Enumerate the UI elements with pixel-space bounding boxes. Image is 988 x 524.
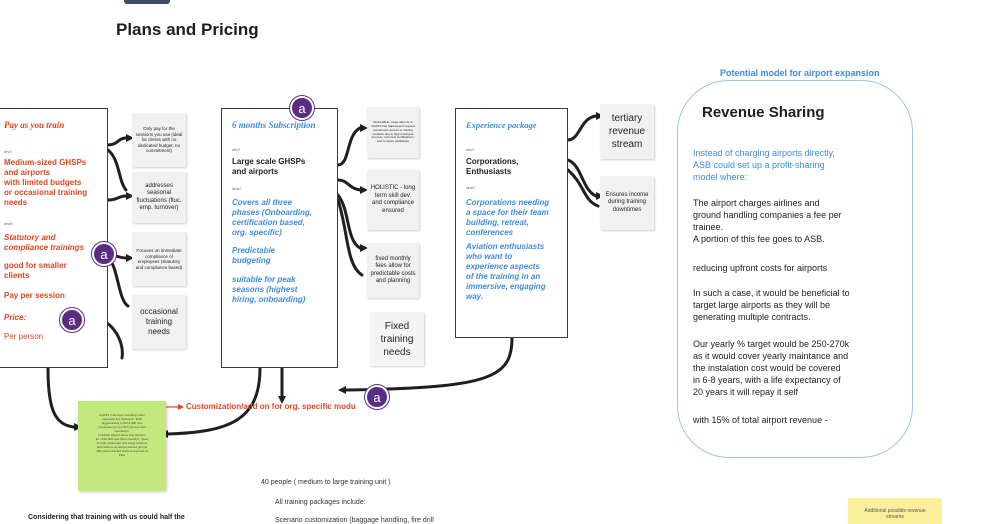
pay-price-text: Per person xyxy=(4,332,44,341)
page-title: Plans and Pricing xyxy=(116,20,259,39)
pay-sticky-4[interactable]: occasional training needs xyxy=(132,295,186,349)
pay-who-text: Medium-sized GHSPs and airports with lim… xyxy=(4,158,88,207)
revenue-p4: Our yearly % target would be 250-270k as… xyxy=(693,339,850,397)
pay-good-text: good for smaller clients xyxy=(4,261,67,280)
pay-sticky-2[interactable]: addresses seasonal fluctuations (fluc. e… xyxy=(132,172,186,223)
pay-price-label: Price: xyxy=(4,313,27,322)
six-who-text: Large scale GHSPs and airports xyxy=(232,157,306,176)
experience-sticky-1[interactable]: tertiary revenue stream xyxy=(600,104,654,159)
pay-who-label: who? xyxy=(4,150,13,154)
logo-mark xyxy=(124,0,170,4)
experience-sticky-2[interactable]: Ensures income during training downtimes xyxy=(600,176,654,230)
six-what-text: Covers all three phases (Onboarding, cer… xyxy=(232,198,313,237)
pay-heading: Pay as you train xyxy=(4,120,65,130)
collaborator-avatar[interactable]: a xyxy=(290,96,314,120)
experience-who-text: Corporations, Enthusiasts xyxy=(466,157,519,176)
pay-what-label: what? xyxy=(4,222,14,226)
experience-frame[interactable] xyxy=(455,108,568,338)
six-heading: 6 months Subscription xyxy=(232,120,316,130)
six-what-label: what? xyxy=(232,187,242,191)
revenue-sharing-frame[interactable] xyxy=(677,80,913,458)
packages-text: All training packages include: xyxy=(275,499,366,506)
pay-as-you-train-frame[interactable] xyxy=(0,108,108,368)
potential-model-label: Potential model for airport expansion xyxy=(720,68,880,78)
experience-heading: Experience package xyxy=(466,120,537,130)
six-months-frame[interactable] xyxy=(221,108,338,368)
experience-aviation-text: Aviation enthusiasts who want to experie… xyxy=(466,242,546,301)
pay-what-text: Statutory and compliance trainings xyxy=(4,233,85,252)
pay-sticky-3[interactable]: Focuses on immediate compliance of emplo… xyxy=(132,232,186,286)
collaborator-avatar[interactable]: a xyxy=(365,385,389,409)
six-predictable-text: Predictable budgeting xyxy=(232,246,276,265)
six-sticky-3[interactable]: fixed monthly fees allow for predictable… xyxy=(367,243,419,298)
six-sticky-2[interactable]: HOLISTIC - long term skill dev. and comp… xyxy=(367,170,419,230)
six-sticky-1[interactable]: SCALABLE: Large airports or GHSPs has Su… xyxy=(367,107,419,158)
revenue-p1: The airport charges airlines and ground … xyxy=(693,198,842,244)
customization-label: Customization/add on for org. specific m… xyxy=(186,402,356,411)
revenue-p3: In such a case, it would be beneficial t… xyxy=(693,288,850,322)
green-sticky-note[interactable]: GHSPs in Europe, including major operato… xyxy=(78,401,166,491)
revenue-intro: Instead of charging airports directly, A… xyxy=(693,148,835,182)
revenue-p5: with 15% of total airport revenue - xyxy=(693,415,828,425)
experience-what-label: what? xyxy=(466,186,476,190)
six-who-label: who? xyxy=(232,148,241,152)
revenue-p2: reducing upfront costs for airports xyxy=(693,263,828,273)
collaborator-avatar[interactable]: a xyxy=(92,242,116,266)
six-peak-text: suitable for peak seasons (highest hirin… xyxy=(232,275,306,304)
pay-per-session-text: Pay per session xyxy=(4,291,65,300)
considering-text: Considering that training with us could … xyxy=(28,514,185,521)
experience-who-label: who? xyxy=(466,148,475,152)
people-text: 40 people ( medium to large training uni… xyxy=(261,479,391,486)
experience-what-text: Corporations needing a space for their t… xyxy=(466,198,550,237)
scenario-text: Scenario customization (baggage handling… xyxy=(275,517,434,524)
revenue-sharing-title: Revenue Sharing xyxy=(702,104,825,121)
six-sticky-4[interactable]: Fixed training needs xyxy=(370,312,424,366)
collaborator-avatar[interactable]: a xyxy=(60,308,84,332)
yellow-sticky-note[interactable]: Additional possible revenue streams xyxy=(848,498,942,524)
pay-sticky-1[interactable]: Only pay for the sessions you use (ideal… xyxy=(132,113,186,167)
